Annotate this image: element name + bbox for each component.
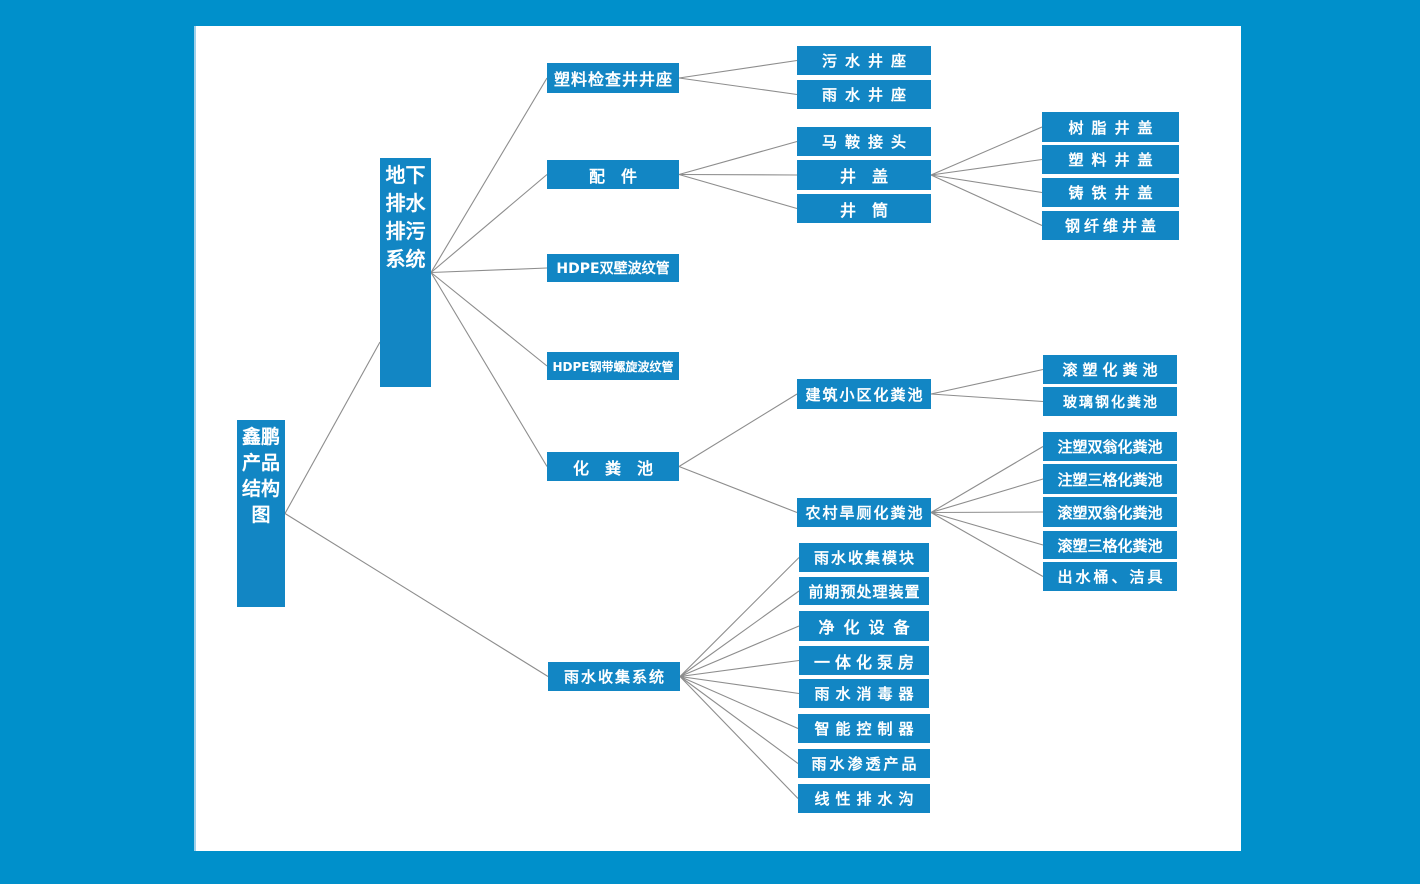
node-root: 鑫鹏产品结构图	[237, 420, 285, 607]
edge-root-sys2	[284, 513, 549, 677]
node-c-xxps: 线性排水沟	[798, 784, 930, 813]
node-r-zt: 铸铁井盖	[1042, 178, 1179, 207]
node-c-jhsb: 净化设备	[799, 611, 929, 641]
node-r-blg: 玻璃钢化粪池	[1043, 387, 1177, 416]
edge-c-jg-r-sl	[930, 158, 1043, 176]
edge-sys1-n-hfc	[430, 272, 548, 467]
edge-c-nchc-r-cst	[930, 512, 1044, 577]
node-sys2: 雨水收集系统	[548, 662, 680, 691]
connector-lines	[284, 59, 1044, 799]
edge-c-jg-r-zt	[930, 174, 1043, 194]
edge-c-jg-r-gxw	[930, 174, 1043, 227]
edge-n-pj-c-maj	[678, 140, 798, 176]
edge-c-nchc-r-gssw	[930, 511, 1044, 514]
node-c-ythbf: 一体化泵房	[799, 646, 929, 675]
edge-sys2-c-ysst	[679, 676, 799, 764]
node-sys1: 地下排水排污系统	[380, 158, 431, 387]
node-c-ysjz: 雨水井座	[797, 80, 931, 109]
node-r-gxw: 钢纤维井盖	[1042, 211, 1179, 240]
node-c-ysxdq: 雨水消毒器	[799, 679, 929, 708]
edge-c-nchc-r-zssg	[930, 478, 1044, 514]
node-c-ysmk: 雨水收集模块	[799, 543, 929, 572]
node-r-gssw: 滚塑双翁化粪池	[1043, 497, 1177, 527]
node-c-wsjz: 污水井座	[797, 46, 931, 75]
edge-n-pj-c-jt	[678, 173, 798, 210]
edge-sys1-n-jjz	[430, 77, 548, 273]
edge-sys2-c-qqcl	[679, 590, 800, 677]
edge-sys2-c-jhsb	[679, 625, 800, 678]
edge-c-jg-r-sz	[930, 126, 1043, 176]
edge-n-hfc-c-jzxq	[678, 393, 798, 467]
edge-c-jzxq-r-blg	[930, 393, 1044, 403]
node-r-sl: 塑料井盖	[1042, 145, 1179, 174]
node-c-maj: 马鞍接头	[797, 127, 931, 156]
edge-c-nchc-r-gssg	[930, 511, 1044, 546]
node-r-zssw: 注塑双翁化粪池	[1043, 432, 1177, 461]
edge-n-pj-c-jg	[678, 173, 798, 176]
edge-sys2-c-ysmk	[679, 557, 800, 677]
node-n-hfc: 化 粪 池	[547, 452, 679, 481]
node-c-qqcl: 前期预处理装置	[799, 577, 929, 605]
node-r-zssg: 注塑三格化粪池	[1043, 464, 1177, 494]
node-c-znkz: 智能控制器	[798, 714, 930, 743]
edge-n-hfc-c-nchc	[678, 465, 798, 514]
edge-root-sys1	[284, 341, 381, 514]
edge-sys1-n-pj	[430, 174, 548, 273]
edge-sys1-n-hdpe1	[430, 267, 548, 274]
node-c-ysst: 雨水渗透产品	[798, 749, 930, 778]
node-r-gssg: 滚塑三格化粪池	[1043, 531, 1177, 559]
node-r-gs: 滚塑化粪池	[1043, 355, 1177, 384]
node-n-hdpe2: HDPE钢带螺旋波纹管	[547, 352, 679, 380]
edge-sys2-c-xxps	[679, 676, 799, 799]
edge-sys2-c-znkz	[679, 675, 799, 730]
node-n-jjz: 塑料检查井井座	[547, 63, 679, 93]
node-c-nchc: 农村旱厕化粪池	[797, 498, 931, 527]
edge-n-jjz-c-wsjz	[678, 59, 798, 79]
edge-c-nchc-r-zssw	[930, 446, 1044, 513]
node-n-hdpe1: HDPE双壁波纹管	[547, 254, 679, 282]
node-n-pj: 配 件	[547, 160, 679, 189]
node-c-jt: 井 筒	[797, 194, 931, 223]
node-c-jg: 井 盖	[797, 160, 931, 190]
edge-sys2-c-ysxdq	[679, 675, 800, 695]
node-r-sz: 树脂井盖	[1042, 112, 1179, 142]
node-c-jzxq: 建筑小区化粪池	[797, 379, 931, 409]
edge-n-jjz-c-ysjz	[678, 77, 798, 96]
edge-sys1-n-hdpe2	[430, 272, 548, 367]
diagram-panel: 鑫鹏产品结构图 地下排水排污系统 塑料检查井井座配 件 HDPE双壁波纹管 HDPE钢带…	[194, 26, 1241, 851]
node-r-cst: 出水桶、洁具	[1043, 562, 1177, 591]
edge-sys2-c-ythbf	[679, 659, 800, 678]
edge-c-jzxq-r-gs	[930, 368, 1044, 395]
